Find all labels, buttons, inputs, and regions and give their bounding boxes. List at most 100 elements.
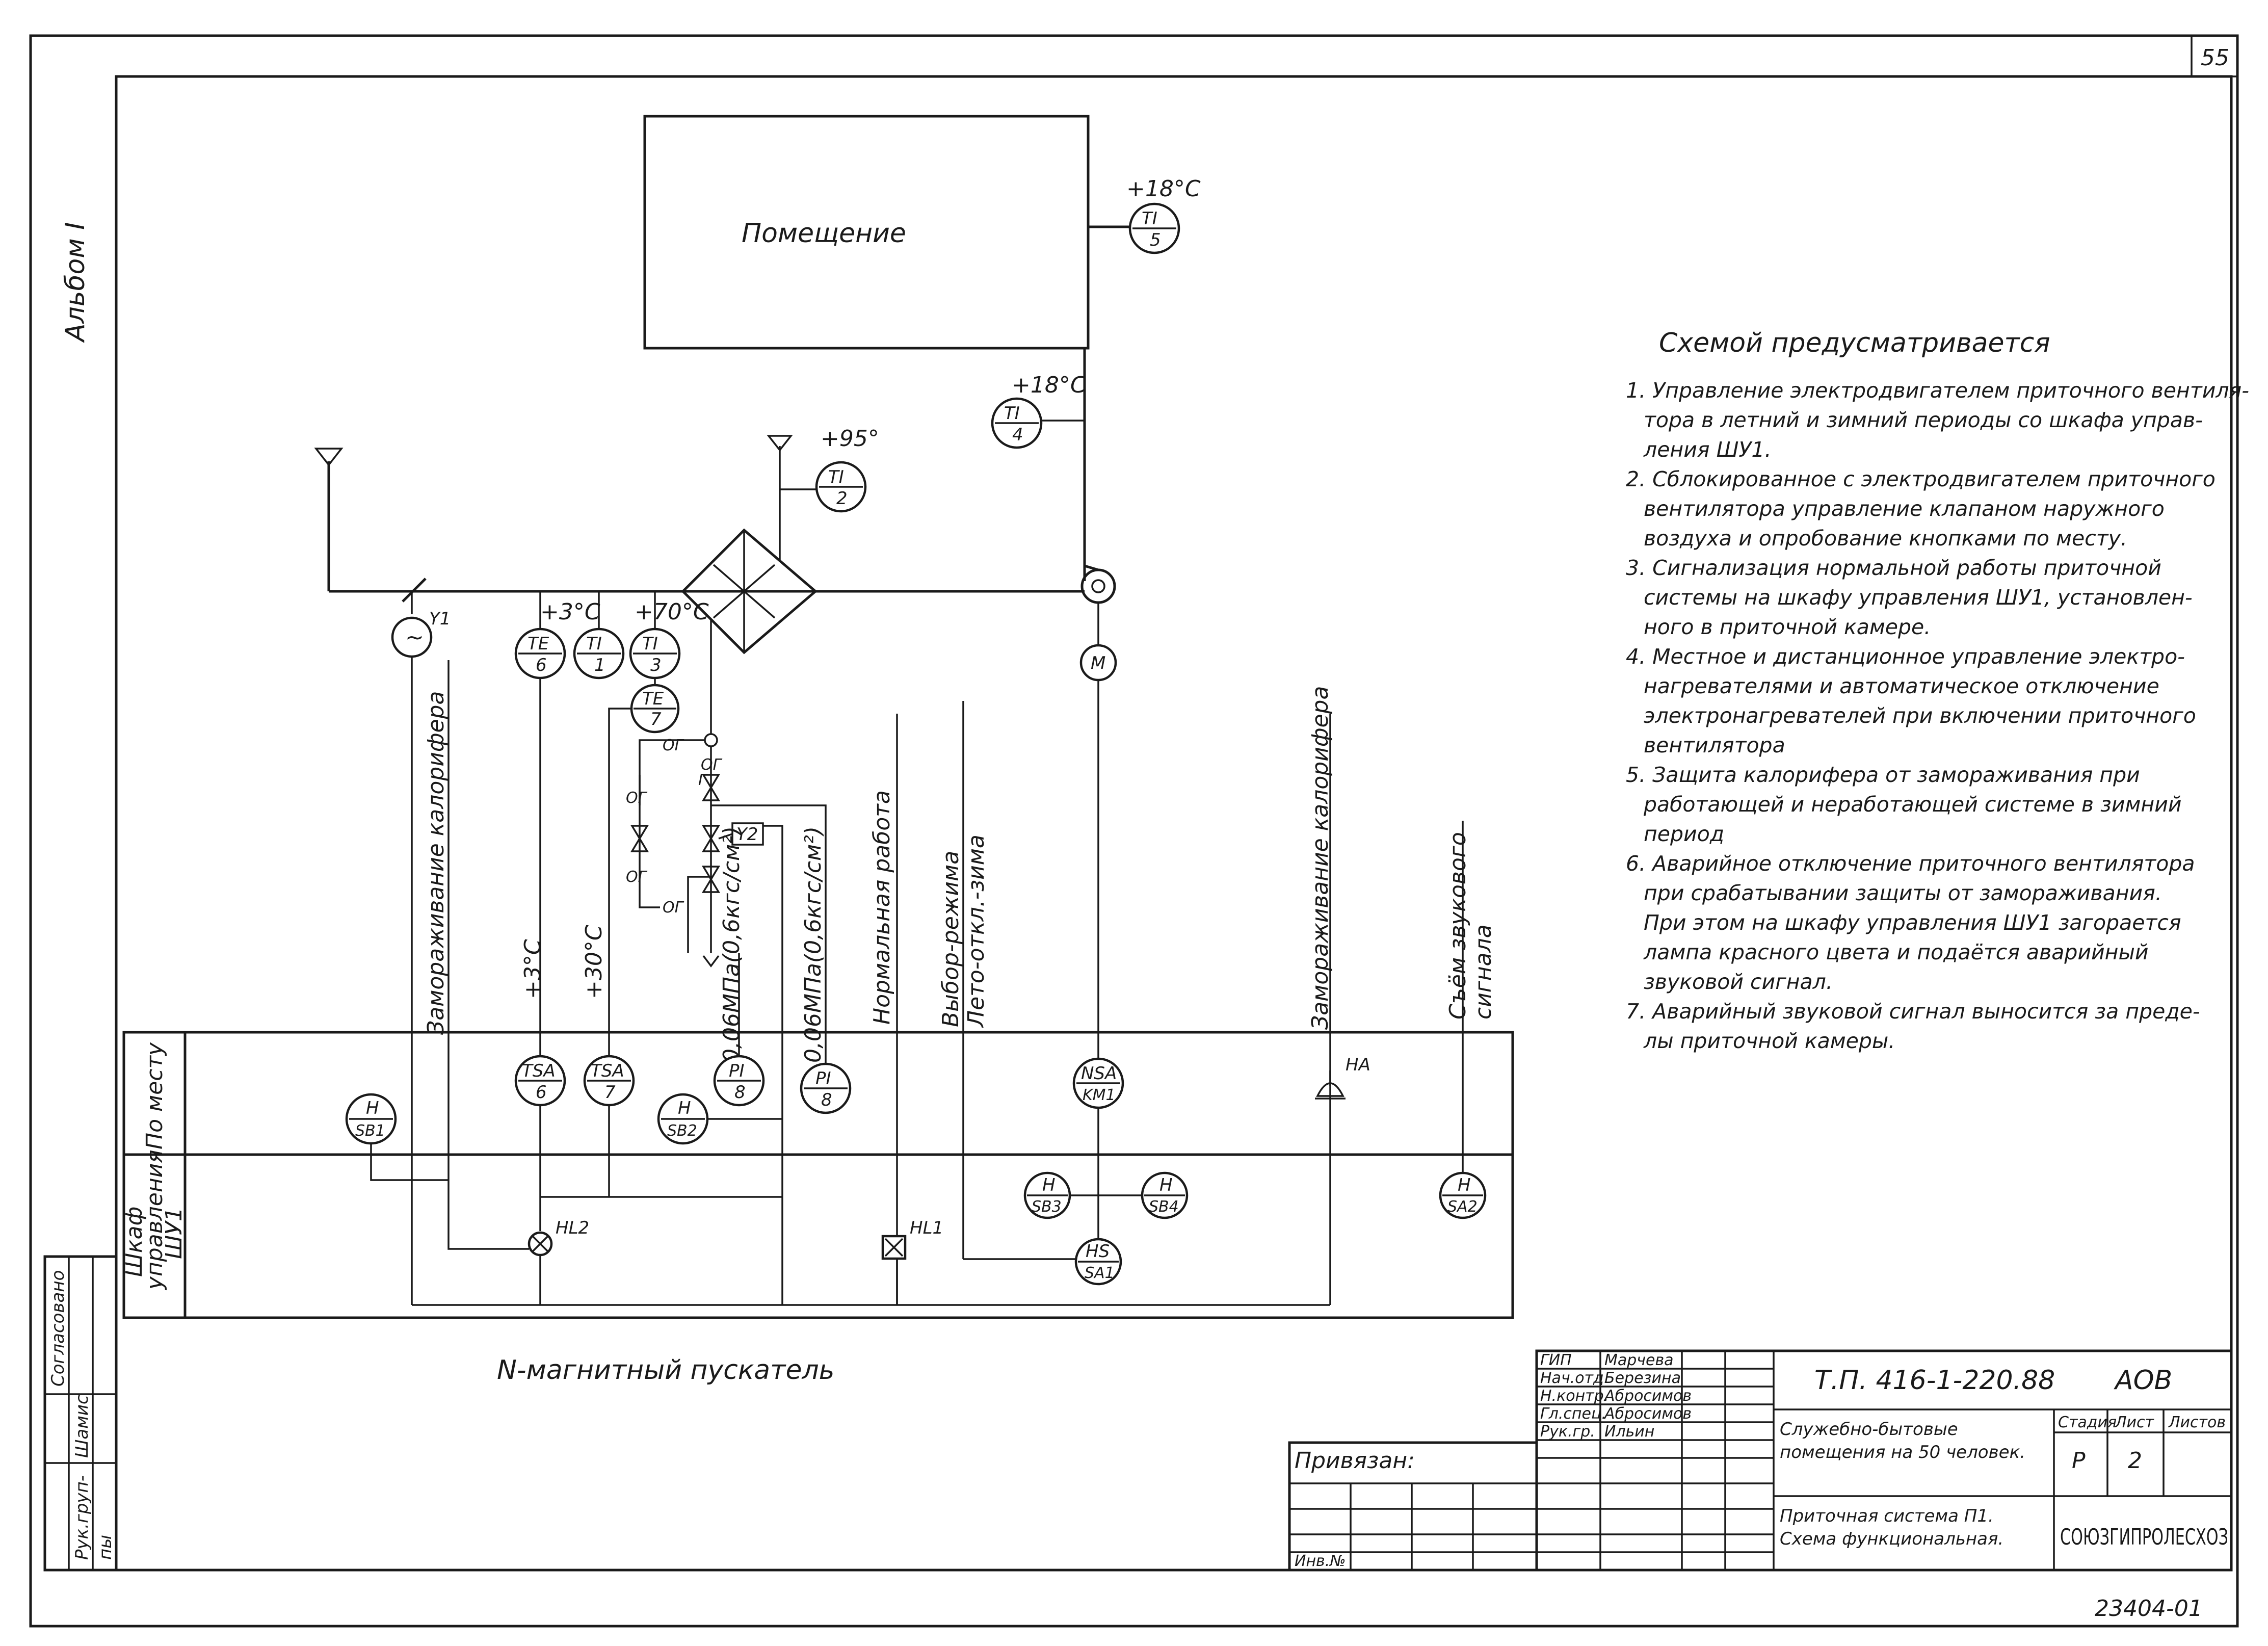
signal-normal-work: Нормальная работа — [869, 790, 895, 1025]
instrument-h-sb1: H SB1 — [345, 1093, 397, 1145]
row-local: По месту — [142, 1042, 168, 1149]
inv-label: Инв.№ — [1295, 1552, 1346, 1570]
damper-tag: Y1 — [429, 609, 451, 629]
instrument-tsa-6: TSA 6 — [514, 1055, 566, 1107]
svg-text:TI: TI — [1142, 208, 1157, 229]
svg-text:H: H — [1042, 1175, 1056, 1195]
signer-name: Ильин — [1604, 1423, 1654, 1441]
svg-text:4: 4 — [1012, 425, 1023, 445]
svg-text:TE: TE — [528, 634, 549, 654]
note-line: электронагревателей при включении приточ… — [1644, 703, 2196, 728]
svg-text:H: H — [1159, 1175, 1173, 1195]
object-line-1: Служебно-бытовые — [1780, 1419, 1958, 1440]
note-line: 4. Местное и дистанционное управление эл… — [1626, 644, 2185, 669]
svg-text:SB2: SB2 — [667, 1122, 697, 1140]
signal-pressure-a: 0,06МПа(0,6кгс/см²) — [719, 826, 745, 1063]
lamp-hl2 — [528, 1231, 553, 1257]
instrument-nsa-km1: NSA KM1 — [1072, 1057, 1124, 1109]
note-line: 3. Сигнализация нормальной работы приточ… — [1626, 556, 2161, 580]
instrument-ti-4: TI 4 — [991, 397, 1043, 449]
stage-value: Р — [2072, 1448, 2086, 1474]
svg-text:6: 6 — [536, 1082, 547, 1103]
svg-text:2: 2 — [836, 488, 848, 509]
signer-name: Березина — [1604, 1369, 1681, 1387]
svg-text:SA2: SA2 — [1447, 1198, 1478, 1216]
instrument-pi-8b: PI 8 — [800, 1062, 852, 1114]
side-stamp — [43, 1255, 118, 1572]
row-panel-2: управления — [142, 1149, 168, 1291]
row-panel-3: ШУ1 — [161, 1207, 187, 1259]
horn-ha — [1315, 1070, 1346, 1100]
signer-role: Нач.отд. — [1540, 1369, 1608, 1387]
note-line: 5. Защита калорифера от замораживания пр… — [1626, 763, 2140, 787]
note-line: при срабатывании защиты от замораживания… — [1644, 881, 2162, 905]
instrument-tsa-7: TSA 7 — [583, 1055, 635, 1107]
footer-number: 23404-01 — [2095, 1596, 2203, 1622]
svg-text:TE: TE — [642, 689, 664, 709]
note-line: воздуха и опробование кнопками по месту. — [1644, 526, 2127, 551]
note-line: лампа красного цвета и подаётся аварийны… — [1643, 940, 2149, 964]
pipe-a-temperature: +3°C — [540, 599, 600, 625]
lamp-hl2-tag: HL2 — [556, 1218, 589, 1238]
svg-text:TI: TI — [642, 634, 658, 654]
signer-name: Абросимов — [1603, 1387, 1692, 1405]
note-line: ного в приточной камере. — [1644, 615, 1931, 639]
svg-text:5: 5 — [1150, 230, 1161, 250]
note-line: 6. Аварийное отключение приточного венти… — [1626, 851, 2195, 876]
svg-text:TSA: TSA — [591, 1061, 624, 1081]
notes-title: Схемой предусматривается — [1659, 328, 2050, 358]
svg-text:PI: PI — [815, 1068, 831, 1089]
heater-code-5: ΟΓ — [663, 899, 684, 917]
signal-sound-reset-1: Съём звукового — [1445, 832, 1471, 1020]
signer-role: ГИП — [1540, 1351, 1572, 1369]
row-panel-1: Шкаф — [121, 1207, 147, 1277]
air-heater — [681, 528, 817, 655]
fan-motor: M — [1079, 644, 1117, 682]
instrument-h-sa2: H SA2 — [1439, 1171, 1487, 1219]
room-label: Помещение — [742, 218, 906, 249]
heater-code-2: ΟΓ — [701, 756, 723, 774]
svg-text:SB1: SB1 — [355, 1122, 385, 1140]
sheet-title-2: Схема функциональная. — [1780, 1529, 2003, 1549]
svg-text:3: 3 — [650, 655, 662, 675]
object-line-2: помещения на 50 человек. — [1780, 1442, 2025, 1462]
instrument-h-sb2: H SB2 — [657, 1093, 709, 1145]
svg-text:NSA: NSA — [1081, 1063, 1117, 1084]
signer-role: Гл.спец. — [1540, 1405, 1606, 1423]
stamp-col: Шамис — [72, 1395, 92, 1458]
signal-pressure-b: 0,06МПа(0,6кгс/см²) — [800, 826, 826, 1063]
location-band — [122, 1031, 1514, 1319]
notes-list: 1. Управление электродвигателем приточно… — [1626, 378, 2249, 1053]
svg-text:TI: TI — [1004, 403, 1020, 424]
page-number: 55 — [2201, 45, 2229, 71]
sheet-number: 2 — [2128, 1448, 2142, 1474]
title-block-frame — [1288, 1349, 2233, 1572]
stamp-agreed: Согласовано — [48, 1270, 68, 1387]
heater-code-3: ΟΓ — [626, 789, 648, 807]
signer-role: Рук.гр. — [1540, 1423, 1595, 1441]
signal-sound-reset-2: сигнала — [1470, 924, 1496, 1020]
sheet-title-1: Приточная система П1. — [1780, 1506, 1994, 1526]
svg-text:1: 1 — [594, 655, 605, 675]
instrument-h-sb4: H SB4 — [1141, 1171, 1189, 1219]
duct-temperature: +18°C — [1012, 372, 1086, 398]
svg-text:KM1: KM1 — [1083, 1086, 1116, 1104]
heater-code-1: ΟΓ — [663, 737, 684, 754]
lamp-hl1-tag: HL1 — [910, 1218, 943, 1238]
heater-code-4: ΟΓ — [626, 868, 648, 886]
supply-temperature: +95° — [821, 426, 879, 452]
svg-text:TI: TI — [828, 467, 844, 487]
album-label: Альбом I — [60, 222, 91, 343]
note-line: 2. Сблокированное с электродвигателем пр… — [1626, 467, 2216, 491]
lamp-hl1 — [881, 1235, 907, 1260]
instrument-pi-8a: PI 8 — [713, 1055, 765, 1107]
note-line: тора в летний и зимний периоды со шкафа … — [1644, 408, 2203, 432]
svg-text:TSA: TSA — [522, 1061, 556, 1081]
svg-text:H: H — [366, 1098, 379, 1118]
note-line: лы приточной камеры. — [1643, 1029, 1895, 1053]
organization: СОЮЗГИПРОЛЕСХОЗ — [2060, 1524, 2228, 1550]
signer-name: Марчева — [1604, 1351, 1674, 1369]
note-line: системы на шкафу управления ШУ1, установ… — [1644, 585, 2193, 610]
instrument-hs-sa1: HS SA1 — [1074, 1238, 1122, 1286]
